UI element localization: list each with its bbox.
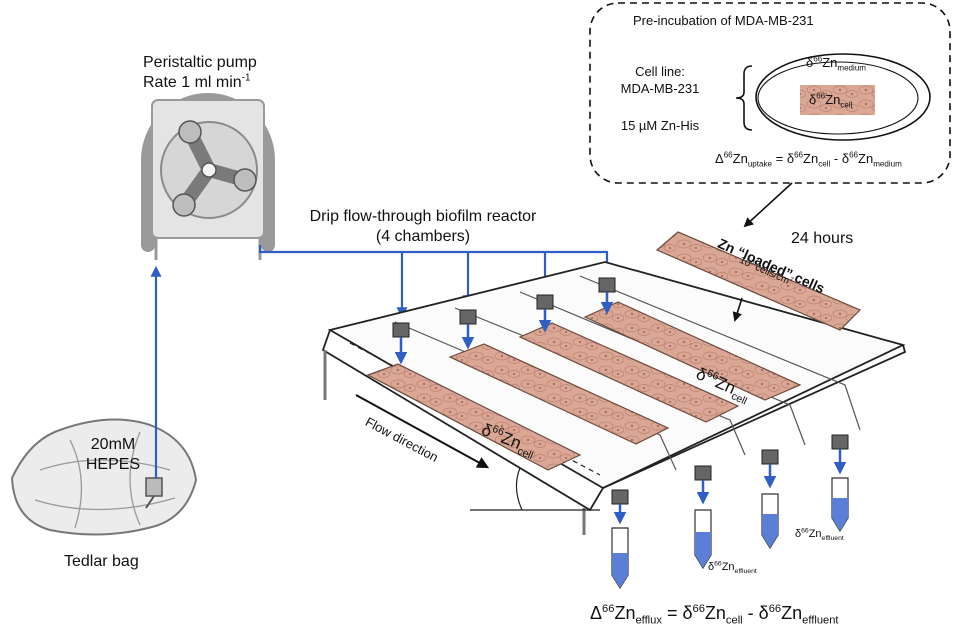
arrow-load bbox=[732, 297, 743, 322]
inlet-port bbox=[459, 309, 477, 350]
outlet-tube-2 bbox=[694, 465, 712, 570]
peristaltic-pump bbox=[141, 93, 275, 260]
cell-line-label: Cell line: bbox=[635, 64, 685, 79]
arrow-24-hours bbox=[743, 182, 793, 228]
inlet-port bbox=[598, 277, 616, 315]
zn-his-label: 15 µM Zn-His bbox=[620, 118, 700, 133]
cell-line-value: MDA-MB-231 bbox=[620, 81, 700, 96]
petri-dish bbox=[755, 53, 931, 141]
inlet-port bbox=[536, 294, 554, 333]
efflux-equation: Δ66Znefflux = δ66Zncell - δ66Zneffluent bbox=[590, 603, 839, 627]
bag-name: Tedlar bag bbox=[64, 553, 139, 570]
outlet-tube-4 bbox=[831, 434, 849, 533]
inlet-ports bbox=[392, 277, 616, 365]
delta-zn-medium: δ66Znmedium bbox=[806, 54, 866, 73]
reactor-chambers: (4 chambers) bbox=[375, 228, 471, 245]
outlet-tube-3 bbox=[761, 449, 779, 550]
effluent-label-1: δ66Zneffluent bbox=[708, 560, 757, 576]
cell-slides bbox=[366, 231, 862, 471]
bag-content-1: 20mM bbox=[90, 436, 136, 453]
slide-1 bbox=[366, 363, 582, 471]
tedlar-bag bbox=[10, 418, 198, 536]
preincubation-panel bbox=[589, 2, 951, 184]
cell-layer bbox=[800, 85, 875, 115]
time-label: 24 hours bbox=[791, 230, 854, 247]
uptake-equation: Δ66Znuptake = δ66Zncell - δ66Znmedium bbox=[715, 150, 902, 169]
bag-valve bbox=[145, 477, 163, 497]
outlet-tube-1 bbox=[611, 489, 629, 590]
brace bbox=[735, 65, 753, 131]
pump-rate: Rate 1 ml min-1 bbox=[143, 72, 251, 91]
delta-zn-cell-dish: δ66Zncell bbox=[809, 91, 853, 110]
preincubation-title: Pre-incubation of MDA-MB-231 bbox=[633, 13, 814, 28]
effluent-tubes bbox=[611, 434, 849, 590]
bag-content-2: HEPES bbox=[85, 456, 141, 473]
effluent-label-2: δ66Zneffluent bbox=[795, 527, 844, 543]
loaded-slide bbox=[655, 231, 862, 331]
inlet-port bbox=[392, 322, 410, 365]
reactor-title: Drip flow-through biofilm reactor bbox=[309, 208, 537, 225]
pump-title: Peristaltic pump bbox=[143, 54, 257, 71]
flow-direction-arrow bbox=[355, 394, 490, 469]
